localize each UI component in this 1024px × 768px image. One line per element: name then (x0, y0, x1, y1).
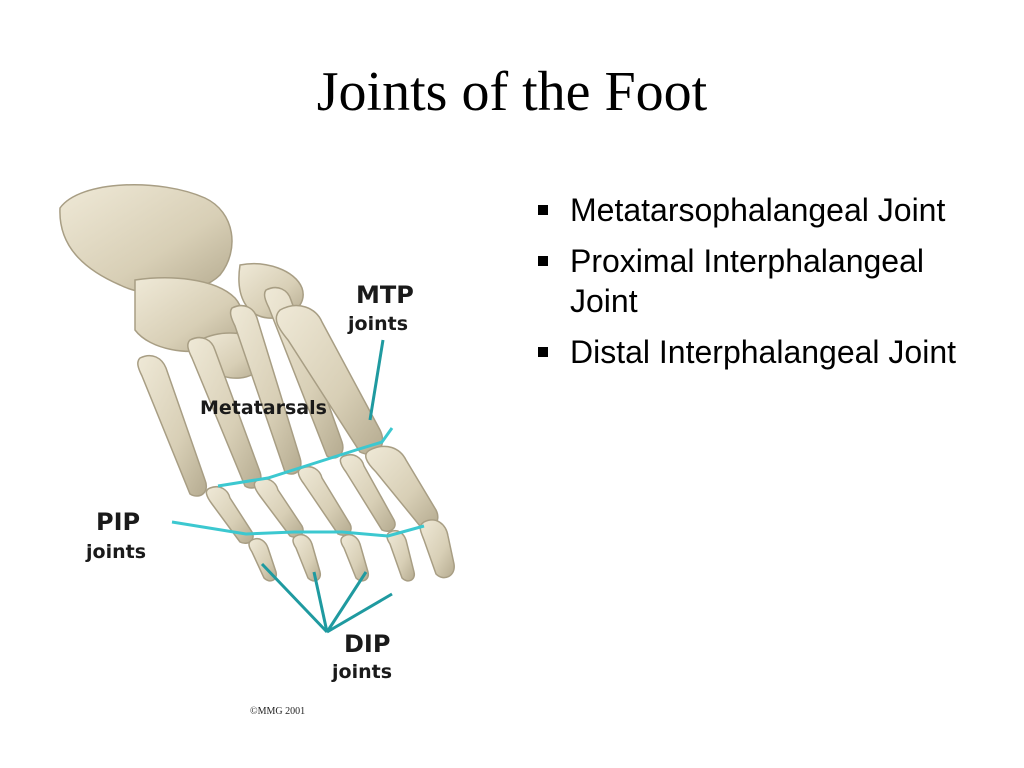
square-bullet-icon (538, 205, 548, 215)
pip-label-line1: PIP (96, 508, 140, 536)
square-bullet-icon (538, 347, 548, 357)
pip-joint-line (171, 520, 425, 538)
bullet-item-pip: Proximal Interphalangeal Joint (532, 241, 992, 321)
metatarsals-label: Metatarsals (200, 397, 327, 419)
proximal-phalanges (205, 445, 439, 544)
pip-label-line2: joints (85, 541, 146, 563)
bullet-text: Distal Interphalangeal Joint (570, 334, 957, 370)
slide-title: Joints of the Foot (316, 61, 708, 123)
bullet-item-dip: Distal Interphalangeal Joint (532, 332, 992, 372)
mtp-label-line2: joints (347, 313, 408, 335)
bullet-text: Metatarsophalangeal Joint (570, 192, 946, 228)
bullet-item-mtp: Metatarsophalangeal Joint (532, 190, 992, 230)
dip-pointer-lines (260, 562, 393, 634)
mtp-pointer-line (368, 339, 385, 421)
bullet-list: Metatarsophalangeal Joint Proximal Inter… (532, 190, 992, 383)
foot-diagram: MTP joints Metatarsals PIP joints DIP jo… (59, 184, 455, 717)
copyright-notice: ©MMG 2001 (250, 706, 305, 717)
bullet-text: Proximal Interphalangeal Joint (570, 243, 924, 319)
dip-label-line2: joints (331, 661, 392, 683)
mtp-label-line1: MTP (356, 281, 414, 309)
metatarsal-bones (137, 286, 384, 497)
dip-label-line1: DIP (344, 630, 390, 658)
mtp-joint-line (217, 427, 394, 488)
foot-bones-illustration: MTP joints Metatarsals PIP joints DIP jo… (40, 180, 510, 725)
square-bullet-icon (538, 256, 548, 266)
